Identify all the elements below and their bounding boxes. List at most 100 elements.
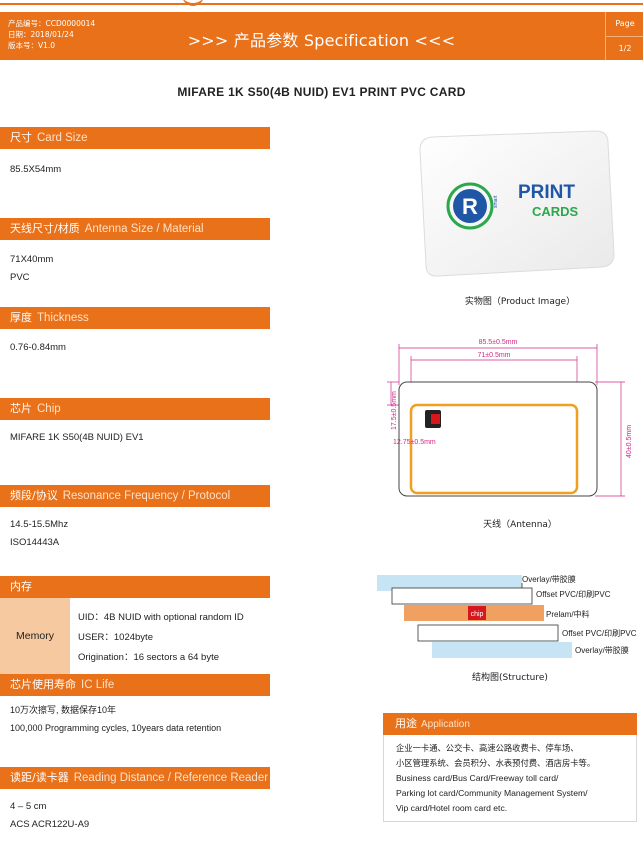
logo-disc: [453, 189, 487, 223]
layer-label-overlay-top: Overlay/带胶膜: [522, 574, 576, 584]
layer-label-offset-bottom: Offset PVC/印刷PVC: [562, 629, 637, 638]
section-cn-label: 天线尺寸/材质: [10, 222, 80, 235]
section-en-label: IC Life: [81, 679, 115, 691]
section-cn-label: 芯片使用寿命: [10, 678, 76, 691]
memory-values: UID：4B NUID with optional random ID USER…: [78, 608, 244, 668]
layer-label-offset-top: Offset PVC/印刷PVC: [536, 590, 611, 599]
layer-overlay-bottom: [432, 642, 572, 658]
cards-text: CARDS: [532, 204, 579, 219]
section-frequency-header: 频段/协议 Resonance Frequency / Protocol: [0, 485, 270, 507]
application-line: Parking lot card/Community Management Sy…: [396, 788, 588, 798]
structure-chip: [468, 606, 486, 620]
section-en-label: Reading Distance / Reference Reader: [73, 772, 269, 784]
application-header: 用途 Application: [383, 713, 637, 735]
memory-label-cell: Memory: [0, 598, 70, 674]
layer-overlay-top: [377, 575, 522, 591]
card-size-value: 85.5X54mm: [10, 164, 62, 175]
dim-left-offset: 17.5±0.5mm: [391, 391, 398, 430]
layer-label-prelam: Prelam/中料: [546, 609, 590, 619]
section-card-size-header: 尺寸 Card Size: [0, 127, 270, 149]
product-image: R smart PRINT CARDS: [419, 130, 615, 277]
section-cn-label: 尺寸: [10, 131, 32, 144]
antenna-material-value: PVC: [10, 272, 30, 283]
layer-offset-top: [391, 587, 533, 605]
section-cn-label: 读距/读卡器: [10, 771, 69, 784]
antenna-caption: 天线（Antenna）: [483, 520, 557, 530]
antenna-size-value: 71X40mm: [10, 254, 54, 265]
application-line: 小区管理系统、会员积分、水表预付费、酒店房卡等。: [396, 758, 596, 768]
card-shape: [419, 130, 615, 277]
section-en-label: Thickness: [37, 312, 89, 324]
product-image-caption: 实物图（Product Image）: [464, 297, 576, 307]
thickness-values: 0.76-0.84mm: [10, 339, 66, 357]
ic-life-values: 10万次擦写, 数据保存10年 100,000 Programming cycl…: [10, 701, 221, 737]
structure-caption: 结构图(Structure): [472, 673, 548, 683]
layer-offset-bottom: [417, 624, 559, 642]
section-cn-label: 频段/协议: [10, 489, 58, 502]
card-size-values: 85.5X54mm: [10, 161, 61, 179]
page-number: 1/2: [618, 44, 632, 53]
section-ic-life-header: 芯片使用寿命 IC Life: [0, 674, 270, 696]
section-en-label: Chip: [37, 403, 61, 415]
card-outline: [398, 381, 598, 497]
chip-die: [431, 414, 440, 424]
application-line: 企业一卡通、公交卡、高速公路收费卡、停车场、: [396, 743, 579, 753]
logo-letter: R: [462, 194, 478, 219]
memory-origination: Origination：16 sectors a 64 byte: [78, 652, 219, 663]
structure-chip-label: chip: [471, 611, 484, 618]
protocol-value: ISO14443A: [10, 537, 60, 548]
page-label: Page: [615, 19, 635, 28]
section-cn-label: 内存: [10, 580, 32, 593]
print-text: PRINT: [518, 182, 575, 203]
memory-table: Memory UID：4B NUID with optional random …: [0, 598, 270, 674]
reader-values: 4 – 5 cm ACS ACR122U-A9: [10, 798, 89, 834]
dim-inner-width: 71±0.5mm: [477, 352, 510, 359]
version-number: 版本号：V1.0: [8, 41, 56, 50]
chip-value: MIFARE 1K S50(4B NUID) EV1: [10, 432, 144, 443]
logo-ring: [446, 182, 494, 230]
section-cn-label: 厚度: [10, 311, 32, 324]
application-line: Business card/Bus Card/Freeway toll card…: [396, 773, 559, 783]
product-number: 产品编号：CCD0000014: [8, 19, 96, 28]
antenna-values: 71X40mm PVC: [10, 251, 53, 287]
section-reader-header: 读距/读卡器 Reading Distance / Reference Reade…: [0, 767, 270, 789]
header-band: 产品编号：CCD0000014 日期：2018/01/24 版本号：V1.0 >…: [0, 12, 643, 60]
section-en-label: Card Size: [37, 132, 88, 144]
reading-distance-value: 4 – 5 cm: [10, 801, 47, 812]
section-en-label: Resonance Frequency / Protocol: [62, 490, 231, 502]
memory-uid: UID：4B NUID with optional random ID: [78, 612, 244, 623]
page-divider: [606, 36, 643, 37]
logo-small-text: smart: [493, 195, 499, 208]
application-cn-label: 用途: [395, 717, 417, 730]
section-memory-header: 内存: [0, 576, 270, 598]
memory-user: USER：1024byte: [78, 632, 153, 643]
reference-reader-value: ACS ACR122U-A9: [10, 819, 90, 830]
frequency-value: 14.5-15.5Mhz: [10, 519, 69, 530]
structure-diagram: Overlay/带胶膜 Offset PVC/印刷PVC chip Prelam…: [377, 574, 637, 658]
document-date: 日期：2018/01/24: [8, 30, 74, 39]
top-rule: [0, 3, 643, 5]
chip-values: MIFARE 1K S50(4B NUID) EV1: [10, 429, 144, 447]
top-logo-fragment: [182, 0, 204, 6]
ic-life-cn-value: 10万次擦写, 数据保存10年: [10, 705, 117, 715]
application-line: Vip card/Hotel room card etc.: [396, 803, 508, 813]
document-title: MIFARE 1K S50(4B NUID) EV1 PRINT PVC CAR…: [177, 85, 466, 99]
frequency-values: 14.5-15.5Mhz ISO14443A: [10, 516, 68, 552]
antenna-diagram: 85.5±0.5mm 71±0.5mm 17.5±0.5mm 12.75±0.5…: [387, 339, 633, 497]
section-cn-label: 芯片: [10, 402, 32, 415]
layer-label-overlay-bottom: Overlay/带胶膜: [575, 645, 629, 655]
header-title: >>> 产品参数 Specification <<<: [187, 31, 456, 50]
thickness-value: 0.76-0.84mm: [10, 342, 66, 353]
section-chip-header: 芯片 Chip: [0, 398, 270, 420]
header-meta: 产品编号：CCD0000014 日期：2018/01/24 版本号：V1.0: [8, 18, 95, 51]
dim-outer-width: 85.5±0.5mm: [479, 339, 518, 346]
antenna-coil: [409, 403, 579, 495]
page-box: Page 1/2: [605, 12, 643, 60]
ic-life-en-value: 100,000 Programming cycles, 10years data…: [10, 723, 222, 733]
dim-chip-offset: 12.75±0.5mm: [393, 439, 436, 446]
application-en-label: Application: [421, 719, 470, 730]
dim-height: 40±0.5mm: [626, 425, 633, 458]
application-box: 企业一卡通、公交卡、高速公路收费卡、停车场、 小区管理系统、会员积分、水表预付费…: [383, 735, 637, 822]
section-thickness-header: 厚度 Thickness: [0, 307, 270, 329]
